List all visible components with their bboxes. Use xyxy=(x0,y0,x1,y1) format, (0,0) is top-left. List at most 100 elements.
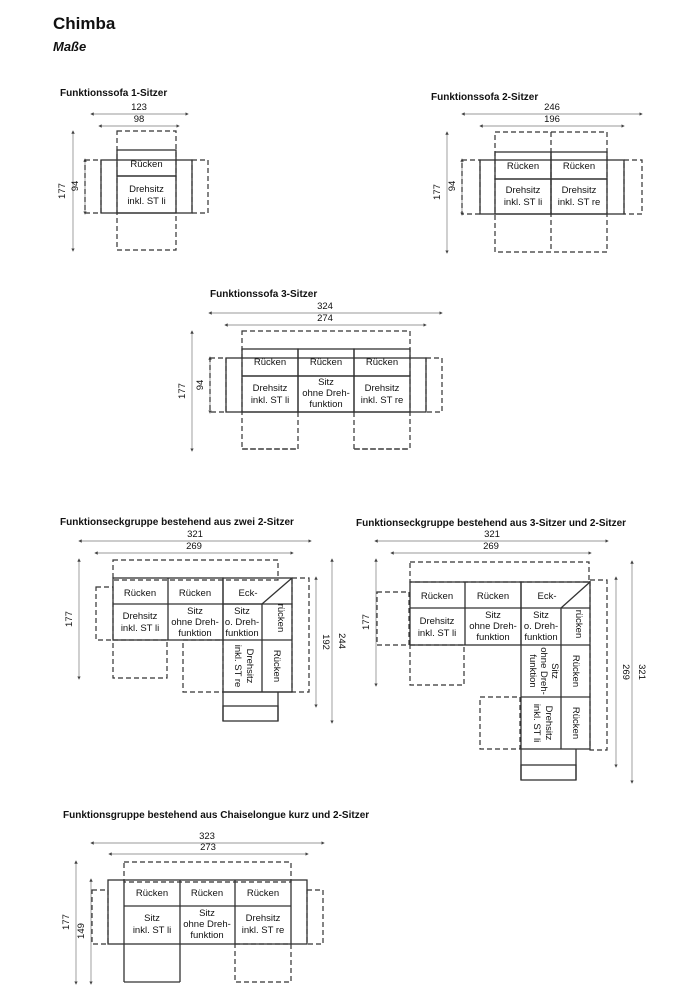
section-sofa-2-sitzer: Funktionssofa 2-Sitzer 246 196 177 94 Rü… xyxy=(431,92,643,254)
cell-ohne-dreh: ohne Dreh- xyxy=(302,388,350,399)
cell-ruecken: Rücken xyxy=(310,357,342,368)
cell-eckruecken: rücken xyxy=(275,604,286,633)
cell-sitz: Sitz xyxy=(199,908,215,919)
section-sofa-3-sitzer: Funktionssofa 3-Sitzer 324 274 177 94 xyxy=(177,289,443,452)
cell-ruecken: Rücken xyxy=(563,161,595,172)
dim-width-inner: 269 xyxy=(483,541,499,552)
cell-inkl-st-re: inkl. ST re xyxy=(558,197,601,208)
section-title: Funktionsgruppe bestehend aus Chaiselong… xyxy=(63,810,369,821)
cell-ohne-dreh: ohne Dreh- xyxy=(469,621,517,632)
section-title: Funktionseckgruppe bestehend aus zwei 2-… xyxy=(60,517,294,528)
dim-depth-outer: 177 xyxy=(61,914,72,930)
cell-drehsitz: Drehsitz xyxy=(365,383,400,394)
cell-funktion: funktion xyxy=(527,654,538,687)
cell-drehsitz: Drehsitz xyxy=(129,184,164,195)
dim-depth-outer: 177 xyxy=(432,184,443,200)
cell-ruecken: Rücken xyxy=(254,357,286,368)
dim-depth-inner: 94 xyxy=(447,181,458,192)
section-eckgruppe-zwei-2-sitzer: Funktionseckgruppe bestehend aus zwei 2-… xyxy=(60,517,347,724)
cell-ruecken: Rücken xyxy=(507,161,539,172)
cell-inkl-st-li: inkl. ST li xyxy=(133,925,171,936)
brand-title: Chimba xyxy=(53,14,116,33)
cell-o-dreh: o. Dreh- xyxy=(225,617,259,628)
cell-funktion: funktion xyxy=(524,632,557,643)
dim-depth-outer: 321 xyxy=(636,664,647,680)
cell-ruecken: Rücken xyxy=(179,588,211,599)
cell-sitz: Sitz xyxy=(533,610,549,621)
cell-funktion: funktion xyxy=(178,628,211,639)
cell-ruecken: Rücken xyxy=(477,591,509,602)
cell-funktion: funktion xyxy=(190,930,223,941)
section-chaiselongue-2-sitzer: Funktionsgruppe bestehend aus Chaiselong… xyxy=(61,810,369,985)
dim-depth-left: 177 xyxy=(361,614,372,630)
cell-drehsitz: Drehsitz xyxy=(246,913,281,924)
dim-width-outer: 324 xyxy=(317,301,333,312)
dim-depth-outer: 177 xyxy=(177,383,188,399)
cell-sitz: Sitz xyxy=(549,663,560,679)
cell-ruecken: Rücken xyxy=(136,888,168,899)
cell-ruecken: Rücken xyxy=(247,888,279,899)
cell-inkl-st-li: inkl. ST li xyxy=(531,704,542,742)
cell-sitz: Sitz xyxy=(485,610,501,621)
cell-ohne-dreh: ohne Dreh- xyxy=(171,617,219,628)
cell-drehsitz: Drehsitz xyxy=(244,649,255,684)
cell-drehsitz: Drehsitz xyxy=(253,383,288,394)
cell-inkl-st-re: inkl. ST re xyxy=(361,395,404,406)
cell-funktion: funktion xyxy=(225,628,258,639)
cell-drehsitz: Drehsitz xyxy=(543,706,554,741)
section-title: Funktionseckgruppe bestehend aus 3-Sitze… xyxy=(356,518,626,529)
cell-sitz: Sitz xyxy=(187,606,203,617)
dim-width-inner: 269 xyxy=(186,541,202,552)
cell-inkl-st-li: inkl. ST li xyxy=(504,197,542,208)
cell-eckruecken: rücken xyxy=(573,610,584,639)
dim-depth-inner: 149 xyxy=(76,923,87,939)
cell-inkl-st-li: inkl. ST li xyxy=(418,628,456,639)
section-eckgruppe-3-und-2-sitzer: Funktionseckgruppe bestehend aus 3-Sitze… xyxy=(356,518,647,784)
cell-funktion: funktion xyxy=(309,399,342,410)
cell-sitz: Sitz xyxy=(144,913,160,924)
cell-o-dreh: o. Dreh- xyxy=(524,621,558,632)
dim-width-outer: 321 xyxy=(484,529,500,540)
page-subtitle: Maße xyxy=(53,39,87,54)
cell-inkl-st-li: inkl. ST li xyxy=(127,196,165,207)
cell-inkl-st-re: inkl. ST re xyxy=(232,645,243,688)
cell-drehsitz: Drehsitz xyxy=(506,185,541,196)
dim-depth-inner: 94 xyxy=(70,181,81,192)
dim-width-inner: 98 xyxy=(134,114,145,125)
dim-depth-inner: 269 xyxy=(620,664,631,680)
cell-ruecken: Rücken xyxy=(421,591,453,602)
dim-width-outer: 123 xyxy=(131,102,147,113)
cell-ohne-dreh: ohne Dreh- xyxy=(183,919,231,930)
cell-funktion: funktion xyxy=(476,632,509,643)
dim-depth-inner: 94 xyxy=(195,380,206,391)
cell-inkl-st-li: inkl. ST li xyxy=(251,395,289,406)
cell-sitz: Sitz xyxy=(318,377,334,388)
dim-depth-outer: 177 xyxy=(57,183,68,199)
cell-drehsitz: Drehsitz xyxy=(420,616,455,627)
cell-eck: Eck- xyxy=(538,591,557,602)
dim-width-outer: 246 xyxy=(544,102,560,113)
cell-ruecken: Rücken xyxy=(570,655,581,687)
dim-depth-outer: 244 xyxy=(336,633,347,649)
cell-inkl-st-li: inkl. ST li xyxy=(121,623,159,634)
dim-width-inner: 274 xyxy=(317,313,333,324)
cell-ruecken: Rücken xyxy=(366,357,398,368)
cell-ruecken: Rücken xyxy=(271,650,282,682)
cell-inkl-st-re: inkl. ST re xyxy=(242,925,285,936)
cell-drehsitz: Drehsitz xyxy=(123,611,158,622)
cell-ruecken: Rücken xyxy=(130,159,162,170)
section-title: Funktionssofa 2-Sitzer xyxy=(431,92,538,103)
dim-width-outer: 323 xyxy=(199,831,215,842)
dim-width-outer: 321 xyxy=(187,529,203,540)
dim-width-inner: 273 xyxy=(200,842,216,853)
section-sofa-1-sitzer: Funktionssofa 1-Sitzer 123 98 177 94 Rüc… xyxy=(57,88,209,252)
dim-depth-left: 177 xyxy=(64,611,75,627)
cell-ruecken: Rücken xyxy=(570,707,581,739)
dim-width-inner: 196 xyxy=(544,114,560,125)
cell-sitz: Sitz xyxy=(234,606,250,617)
cell-ruecken: Rücken xyxy=(191,888,223,899)
cell-ruecken: Rücken xyxy=(124,588,156,599)
cell-eck: Eck- xyxy=(239,588,258,599)
